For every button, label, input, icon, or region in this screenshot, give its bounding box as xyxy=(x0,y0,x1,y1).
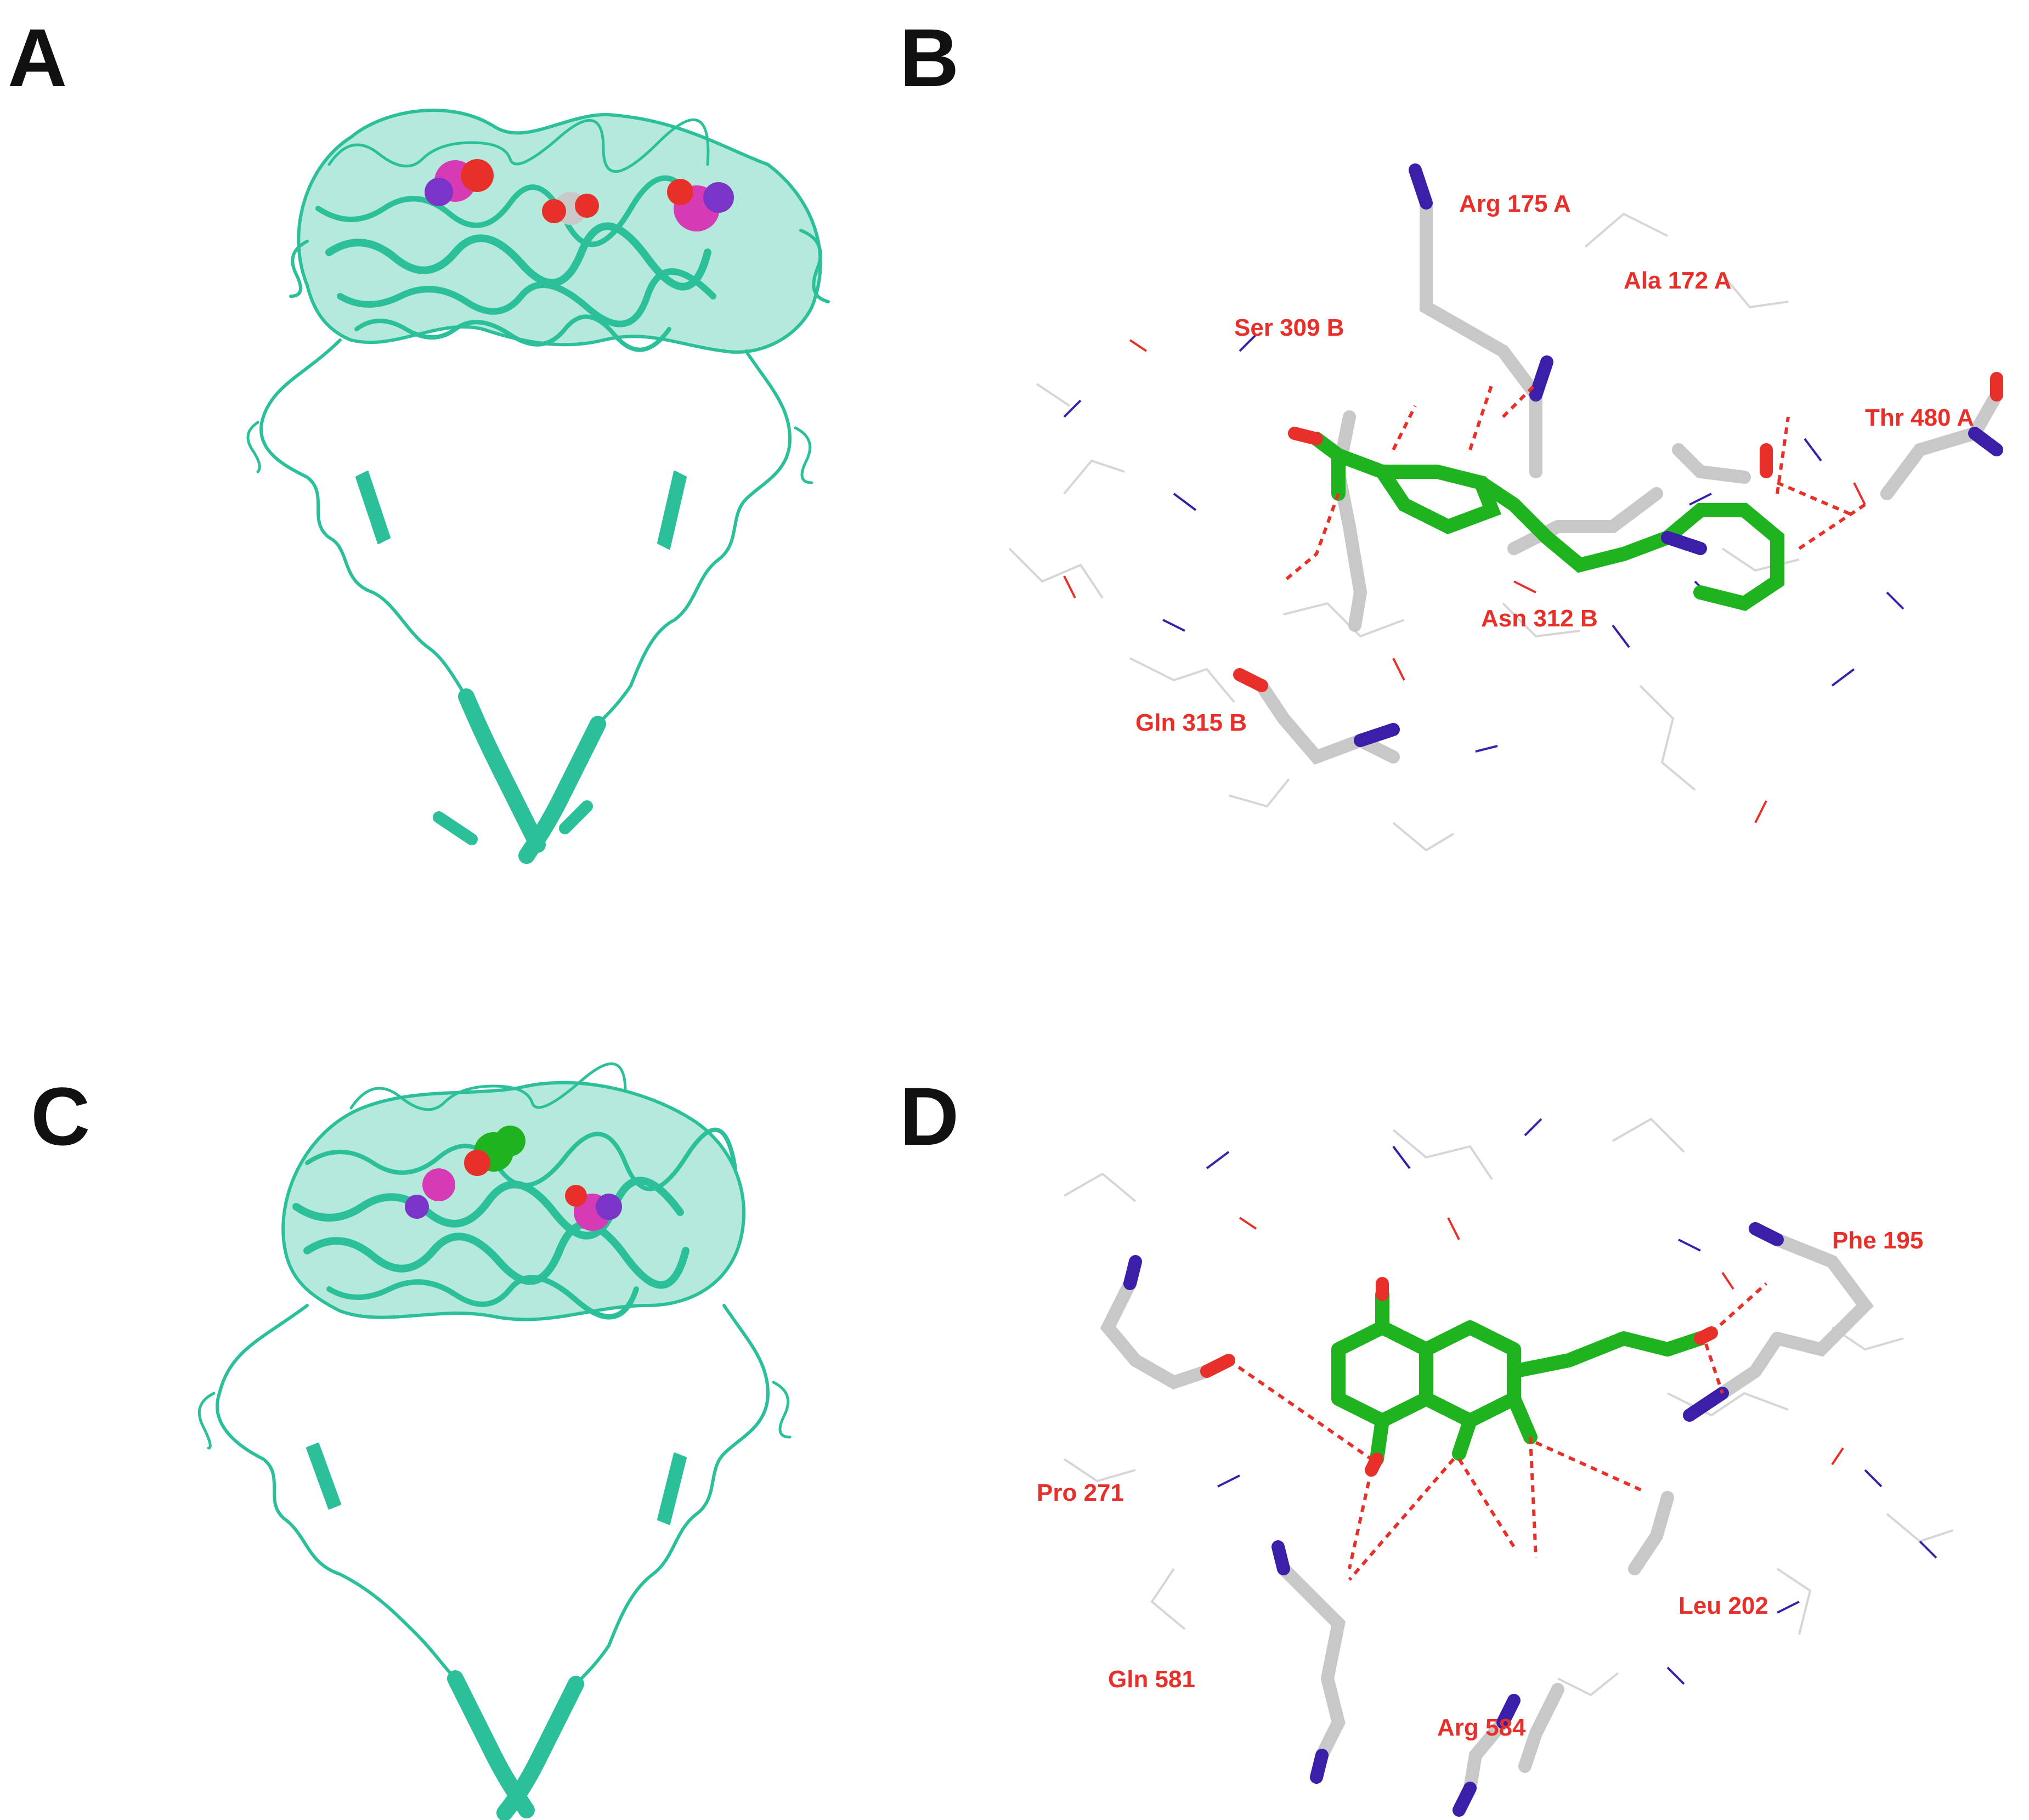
binding-site-d xyxy=(1063,1117,1953,1817)
residue-label-ala-172-a: Ala 172 A xyxy=(1624,267,1732,294)
residue-label-phe-195: Phe 195 xyxy=(1832,1227,1924,1254)
ligand-spheres-c xyxy=(405,1126,622,1231)
residue-label-thr-480-a: Thr 480 A xyxy=(1865,404,1974,431)
residue-label-arg-584: Arg 584 xyxy=(1437,1714,1526,1741)
residue-label-asn-312-b: Asn 312 B xyxy=(1481,605,1598,632)
panel-letter-a: A xyxy=(8,12,67,104)
panel-a: A xyxy=(0,0,900,911)
residue-label-leu-202: Leu 202 xyxy=(1678,1592,1768,1619)
panel-d: D xyxy=(900,911,2029,1820)
panel-letter-c: C xyxy=(31,1070,91,1162)
binding-site-b xyxy=(1008,163,2003,852)
ligand-spheres-a xyxy=(425,159,734,231)
panel-letter-d: D xyxy=(900,1070,959,1162)
residue-label-arg-175-a: Arg 175 A xyxy=(1459,190,1571,217)
residue-label-ser-309-b: Ser 309 B xyxy=(1234,314,1344,341)
residue-label-gln-581: Gln 581 xyxy=(1108,1666,1195,1693)
protein-dimer-structure-c xyxy=(197,1062,792,1820)
protein-dimer-structure-a xyxy=(246,109,830,864)
residue-label-pro-271: Pro 271 xyxy=(1037,1479,1124,1506)
panel-letter-b: B xyxy=(900,12,959,104)
residue-label-gln-315-b: Gln 315 B xyxy=(1135,709,1247,736)
panel-b: B xyxy=(900,0,2029,911)
panel-c: C xyxy=(0,911,900,1820)
